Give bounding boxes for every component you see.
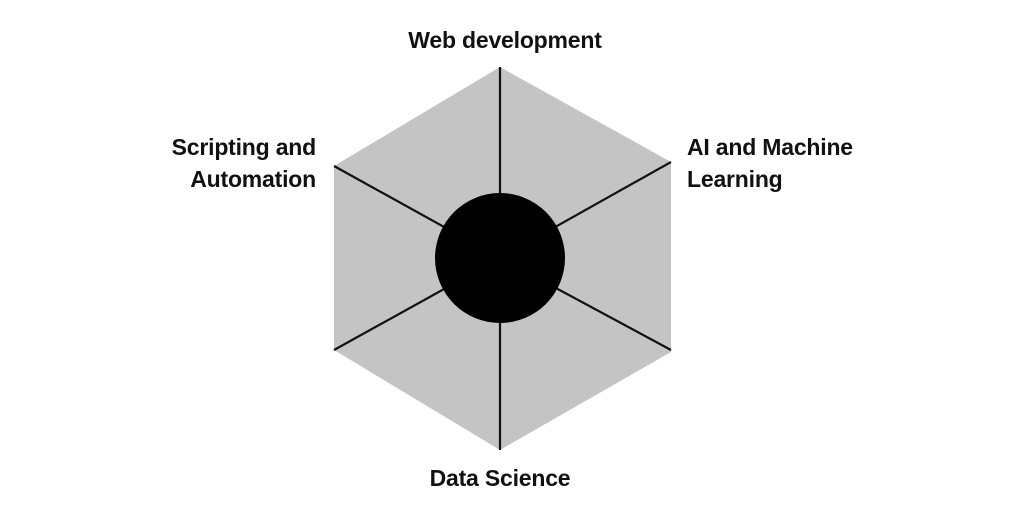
label-scripting-automation: Scripting and Automation bbox=[110, 131, 317, 195]
label-web-development: Web development bbox=[400, 24, 610, 56]
label-ai-machine-learning: AI and Machine Learning bbox=[687, 131, 907, 195]
label-line: Scripting and bbox=[171, 134, 317, 160]
label-line: AI and Machine bbox=[687, 134, 853, 160]
label-line: Data Science bbox=[429, 465, 571, 491]
label-line: Automation bbox=[190, 166, 316, 192]
hexagon-spokes bbox=[333, 67, 672, 450]
center-hub bbox=[435, 193, 565, 323]
label-line: Web development bbox=[408, 27, 602, 53]
label-line: Learning bbox=[687, 166, 783, 192]
label-data-science: Data Science bbox=[400, 462, 600, 494]
